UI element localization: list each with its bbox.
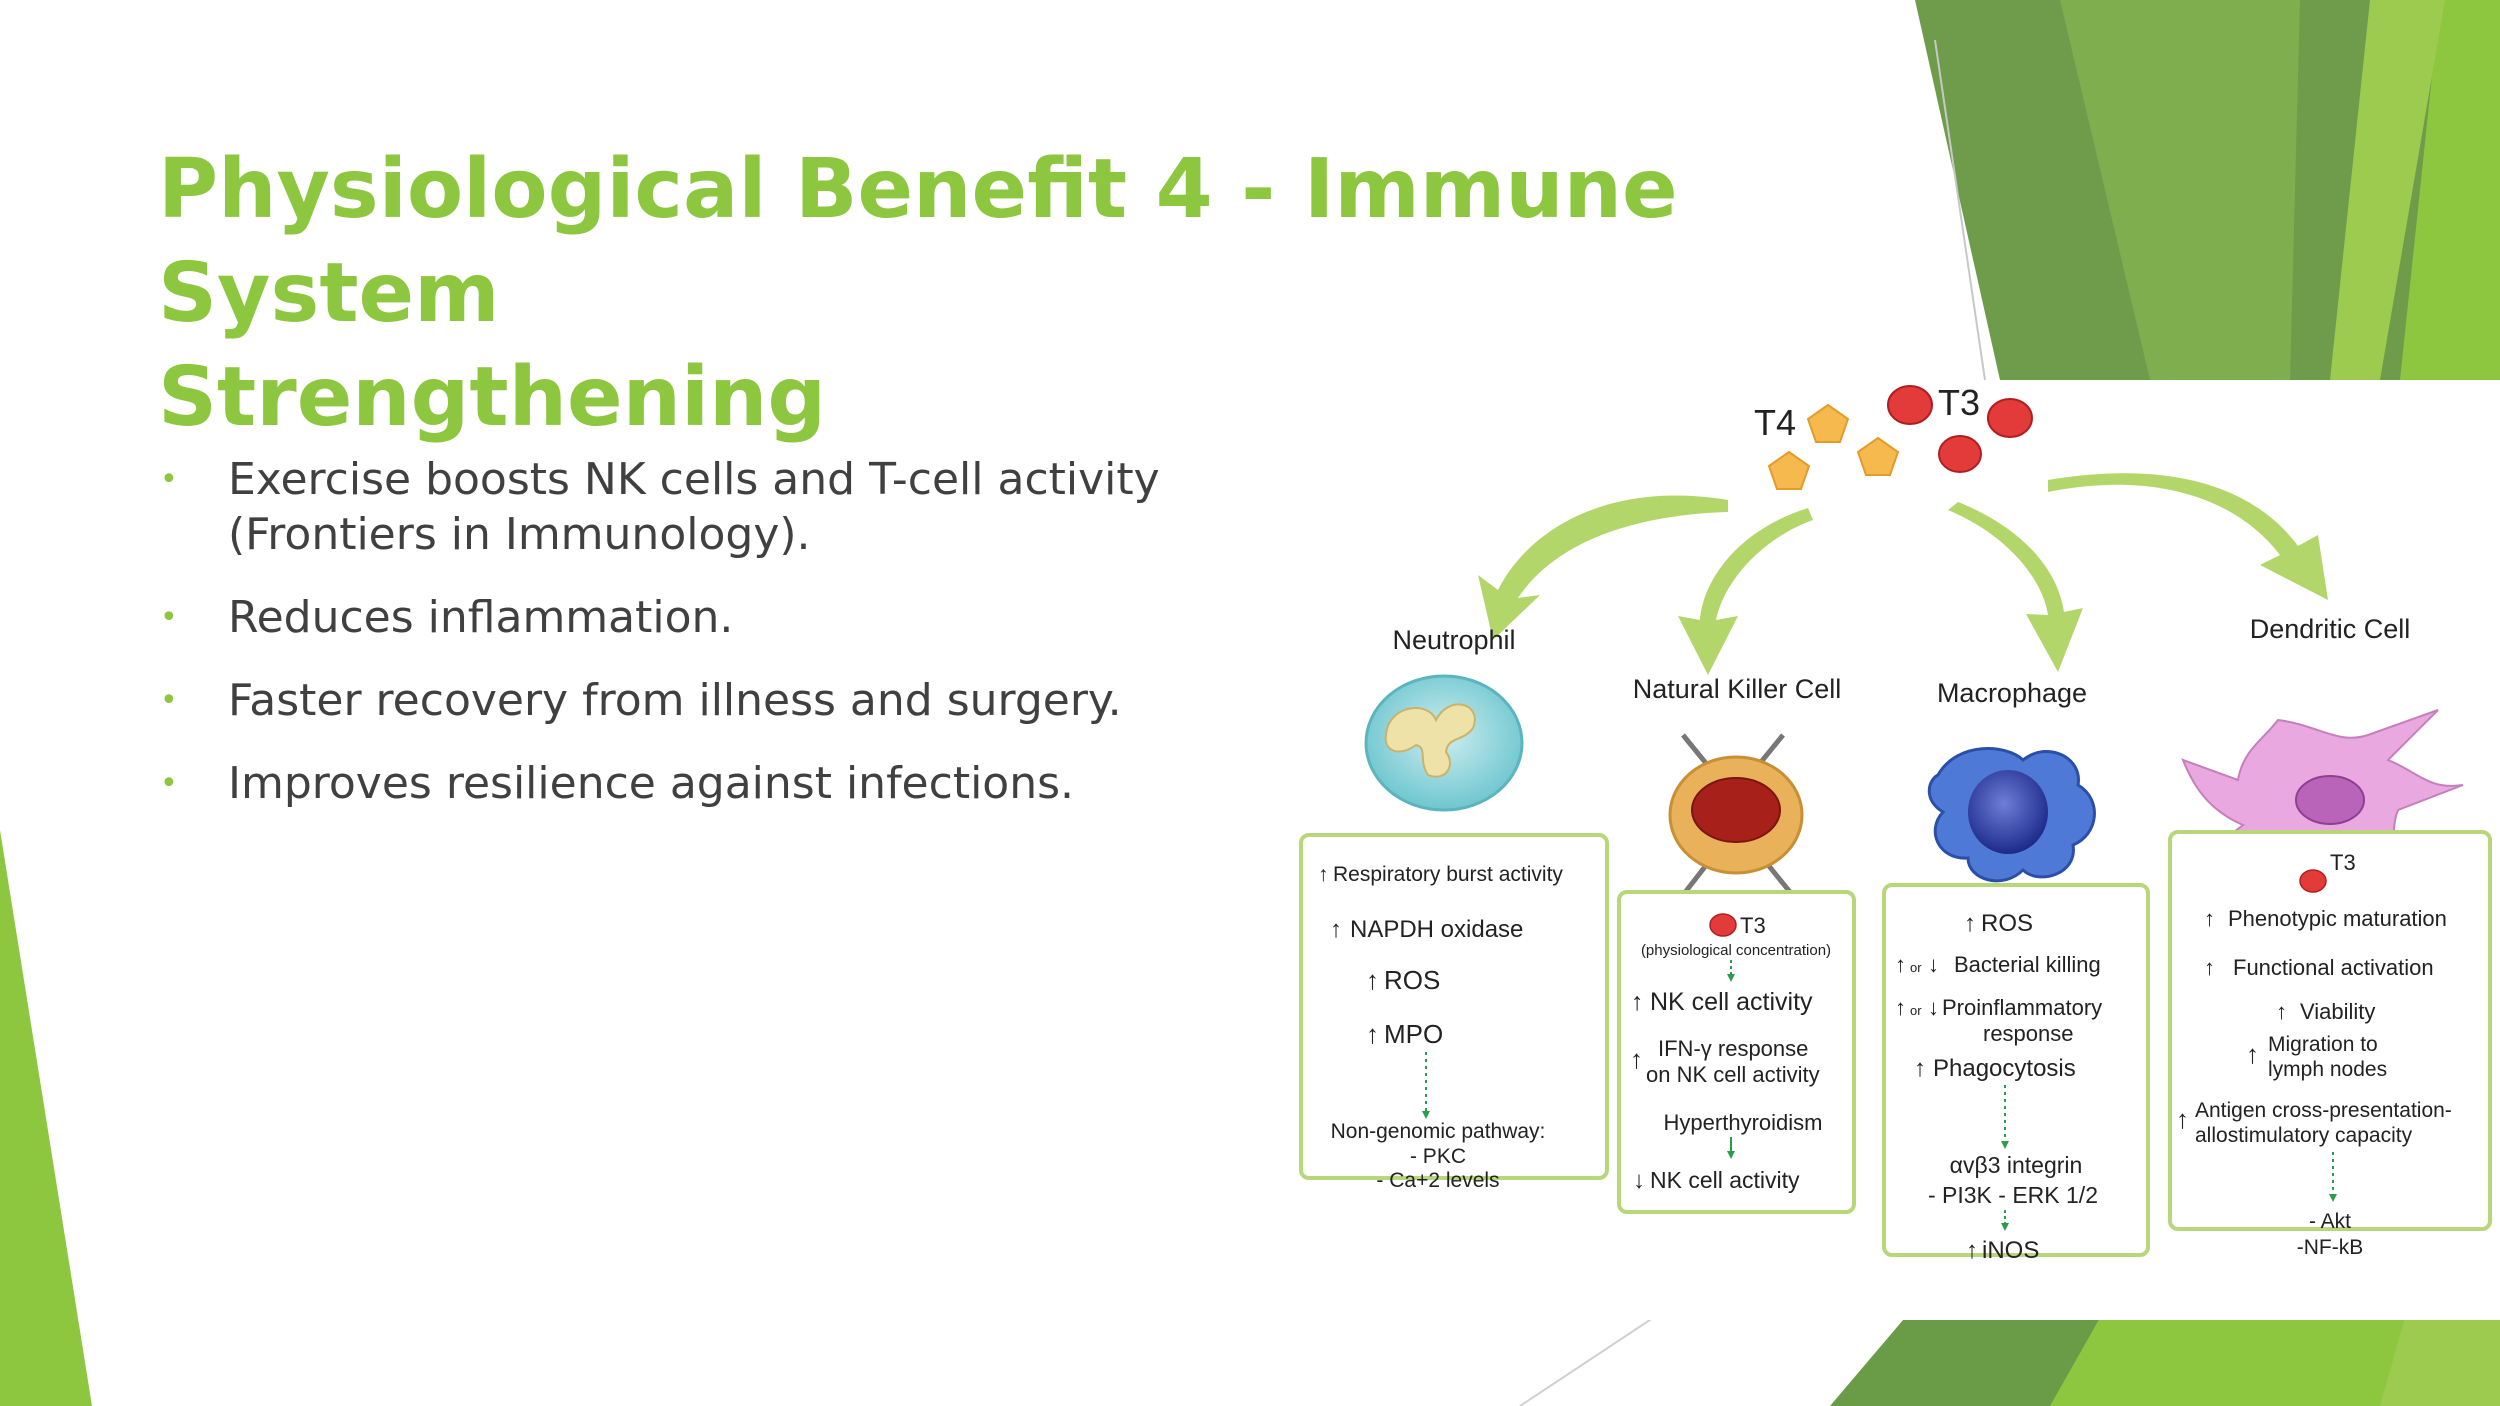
- macro-proinf: response: [1983, 1021, 2074, 1046]
- macrophage-name: Macrophage: [1937, 678, 2087, 708]
- macro-bacterial: Bacterial killing: [1954, 952, 2101, 977]
- dc-antigen: allostimulatory capacity: [2195, 1124, 2413, 1147]
- nk-hyper: Hyperthyroidism: [1664, 1110, 1823, 1135]
- up-arrow-icon: ↑: [2176, 1104, 2189, 1134]
- slide-title: Physiological Benefit 4 - Immune System …: [158, 138, 1858, 450]
- bullet-item: •Faster recovery from illness and surger…: [160, 675, 1122, 726]
- pathway-item: - Ca+2 levels: [1376, 1169, 1499, 1192]
- macro-pathway: - PI3K - ERK 1/2: [1928, 1182, 2098, 1208]
- nk-activity: NK cell activity: [1650, 988, 1813, 1016]
- bullet-list: •Exercise boosts NK cells and T-cell act…: [160, 452, 1260, 839]
- up-arrow-icon: ↑: [1895, 995, 1906, 1020]
- neutrophil-panel: [1299, 833, 1609, 1180]
- up-arrow-icon: ↑: [1330, 916, 1342, 943]
- macro-phago: Phagocytosis: [1933, 1055, 2076, 1082]
- up-arrow-icon: ↑: [1966, 1237, 1978, 1264]
- nk-ifn: IFN-γ response: [1658, 1036, 1808, 1061]
- up-arrow-icon: ↑: [1964, 910, 1976, 937]
- macrophage-effects: ↑ ROS ↑ or ↓ Bacterial killing ↑ or ↓ Pr…: [1895, 910, 2102, 1264]
- t3-label: T3: [1938, 382, 1980, 423]
- neutrophil-effect: NAPDH oxidase: [1350, 916, 1523, 943]
- arrow-to-nk: [1678, 508, 1813, 675]
- down-arrow-icon: ↓: [1928, 952, 1939, 977]
- t3-molecule: [1987, 398, 2033, 438]
- dc-effect: Phenotypic maturation: [2228, 906, 2447, 931]
- arrow-to-neutrophil: [1478, 495, 1728, 640]
- t4-label: T4: [1754, 402, 1796, 443]
- nk-cell: [1668, 733, 1804, 897]
- t4-molecule: [1806, 403, 1850, 443]
- down-arrow-icon: ↓: [1633, 1167, 1645, 1194]
- bullet-marker: •: [160, 600, 178, 635]
- neutrophil-name: Neutrophil: [1392, 625, 1515, 655]
- t3-molecule: [1887, 385, 1933, 425]
- bullet-marker: •: [160, 462, 178, 497]
- up-arrow-icon: ↑: [1366, 1019, 1379, 1049]
- nk-ifn: on NK cell activity: [1646, 1062, 1820, 1087]
- dc-migration: Migration to: [2268, 1033, 2378, 1056]
- title-line-1: Physiological Benefit 4 - Immune System: [158, 142, 1678, 341]
- macro-integrin: αvβ3 integrin: [1950, 1152, 2083, 1178]
- bullet-marker: •: [160, 683, 178, 718]
- dc-effect: Viability: [2300, 999, 2375, 1024]
- up-arrow-icon: ↑: [1914, 1055, 1926, 1082]
- up-arrow-icon: ↑: [1366, 965, 1379, 995]
- or-label: or: [1910, 1003, 1922, 1018]
- up-arrow-icon: ↑: [1631, 988, 1644, 1016]
- pathway-title: Non-genomic pathway:: [1331, 1120, 1546, 1143]
- nk-t3: T3: [1740, 913, 1766, 938]
- up-arrow-icon: ↑: [1630, 1044, 1643, 1074]
- neutrophil-effect: ROS: [1384, 965, 1440, 995]
- figure-svg: T4 T3 Neutrophil Natural Killer Cell Mac…: [1299, 382, 2492, 1264]
- t3-molecule: [1938, 435, 1982, 473]
- macro-ros: ROS: [1981, 910, 2033, 937]
- hormone-arrows: [1478, 473, 2328, 675]
- bullet-marker: •: [160, 766, 178, 801]
- dc-t3: T3: [2330, 850, 2356, 875]
- nk-t3-note: (physiological concentration): [1641, 942, 1831, 959]
- neutrophil-effect: MPO: [1384, 1019, 1443, 1049]
- nk-name: Natural Killer Cell: [1633, 674, 1842, 704]
- up-arrow-icon: ↑: [1318, 863, 1329, 886]
- t3-molecule: [1709, 913, 1737, 937]
- nk-activity-2: NK cell activity: [1650, 1167, 1800, 1193]
- hormone-cluster: T4 T3: [1754, 382, 2033, 490]
- t3-molecule: [2299, 869, 2327, 893]
- macro-proinf: Proinflammatory: [1942, 995, 2102, 1020]
- or-label: or: [1910, 960, 1922, 975]
- dendritic-panel: [2168, 830, 2492, 1231]
- dc-nfkb: -NF-kB: [2297, 1236, 2364, 1259]
- down-arrow-icon: ↓: [1928, 995, 1939, 1020]
- neutrophil-cell: [1364, 674, 1524, 812]
- dc-antigen: Antigen cross-presentation-: [2195, 1099, 2452, 1122]
- pathway-item: - PKC: [1410, 1145, 1466, 1168]
- neutrophil-effects: ↑ Respiratory burst activity ↑ NAPDH oxi…: [1318, 863, 1563, 1192]
- title-line-2: Strengthening: [158, 350, 827, 445]
- macrophage-cell: [1927, 747, 2096, 883]
- up-arrow-icon: ↑: [2276, 999, 2287, 1024]
- arrow-to-macrophage: [1948, 502, 2083, 672]
- bullet-item: •Reduces inflammation.: [160, 592, 734, 643]
- immune-cells-figure: T4 T3 Neutrophil Natural Killer Cell Mac…: [1278, 380, 2500, 1320]
- dc-effect: Functional activation: [2233, 955, 2434, 980]
- dc-migration: lymph nodes: [2268, 1058, 2387, 1081]
- dc-akt: - Akt: [2309, 1210, 2351, 1233]
- arrow-to-dendritic: [2048, 473, 2328, 600]
- up-arrow-icon: ↑: [2204, 906, 2215, 931]
- up-arrow-icon: ↑: [1895, 952, 1906, 977]
- up-arrow-icon: ↑: [2246, 1039, 2259, 1069]
- nk-panel: [1617, 890, 1856, 1214]
- t4-molecule: [1767, 450, 1811, 490]
- bullet-item: •Improves resilience against infections.: [160, 758, 1075, 809]
- up-arrow-icon: ↑: [2204, 955, 2215, 980]
- neutrophil-effect: Respiratory burst activity: [1333, 863, 1563, 886]
- macrophage-panel: [1882, 883, 2150, 1257]
- nk-effects: T3 (physiological concentration) ↑ NK ce…: [1630, 913, 1831, 1194]
- dendritic-name: Dendritic Cell: [2250, 614, 2411, 644]
- bullet-item: •Exercise boosts NK cells and T-cell act…: [160, 454, 1160, 560]
- dendritic-effects: T3 ↑ Phenotypic maturation ↑ Functional …: [2176, 850, 2452, 1259]
- macro-inos: iNOS: [1982, 1237, 2039, 1264]
- t4-molecule: [1856, 436, 1900, 476]
